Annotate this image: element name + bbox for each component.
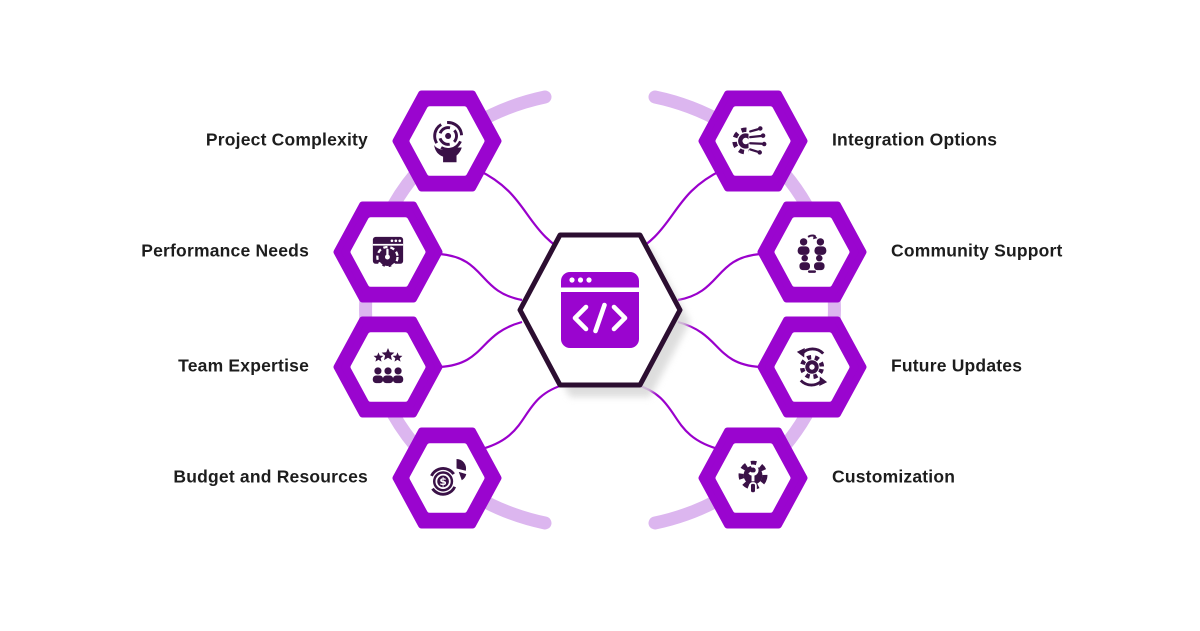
node-label-customization: Customization	[832, 466, 956, 487]
node-label-project-complexity: Project Complexity	[205, 129, 368, 150]
node-hex-future-updates	[761, 320, 863, 414]
svg-text:$: $	[439, 475, 446, 488]
node-label-community-support: Community Support	[891, 240, 1063, 261]
node-hex-project-complexity	[396, 94, 498, 188]
performance-gauge-icon	[372, 236, 404, 269]
connector-line-budget-and-resources	[477, 382, 567, 452]
team-stars-icon	[372, 347, 404, 384]
community-people-icon	[797, 234, 827, 273]
node-hex-customization	[702, 431, 804, 525]
code-window-icon	[561, 272, 639, 348]
node-label-integration-options: Integration Options	[832, 129, 998, 150]
connector-line-performance-needs	[439, 252, 523, 302]
center-hexagon	[520, 235, 690, 397]
node-label-budget-and-resources: Budget and Resources	[173, 466, 368, 487]
node-label-future-updates: Future Updates	[891, 355, 1023, 376]
node-hex-team-expertise	[337, 320, 439, 414]
node-hex-community-support	[761, 205, 863, 299]
connector-line-future-updates	[677, 320, 761, 369]
head-maze-icon	[433, 121, 464, 163]
node-label-team-expertise: Team Expertise	[178, 355, 309, 376]
node-hex-performance-needs	[337, 205, 439, 299]
node-hex-budget-and-resources: $	[396, 431, 498, 525]
connector-line-community-support	[677, 252, 761, 302]
node-hex-integration-options	[702, 94, 804, 188]
budget-pie-icon: $	[428, 458, 467, 496]
gear-wrench-icon	[738, 460, 768, 495]
node-label-performance-needs: Performance Needs	[141, 240, 309, 261]
connector-line-team-expertise	[439, 320, 523, 369]
gear-circuit-icon	[732, 125, 767, 157]
